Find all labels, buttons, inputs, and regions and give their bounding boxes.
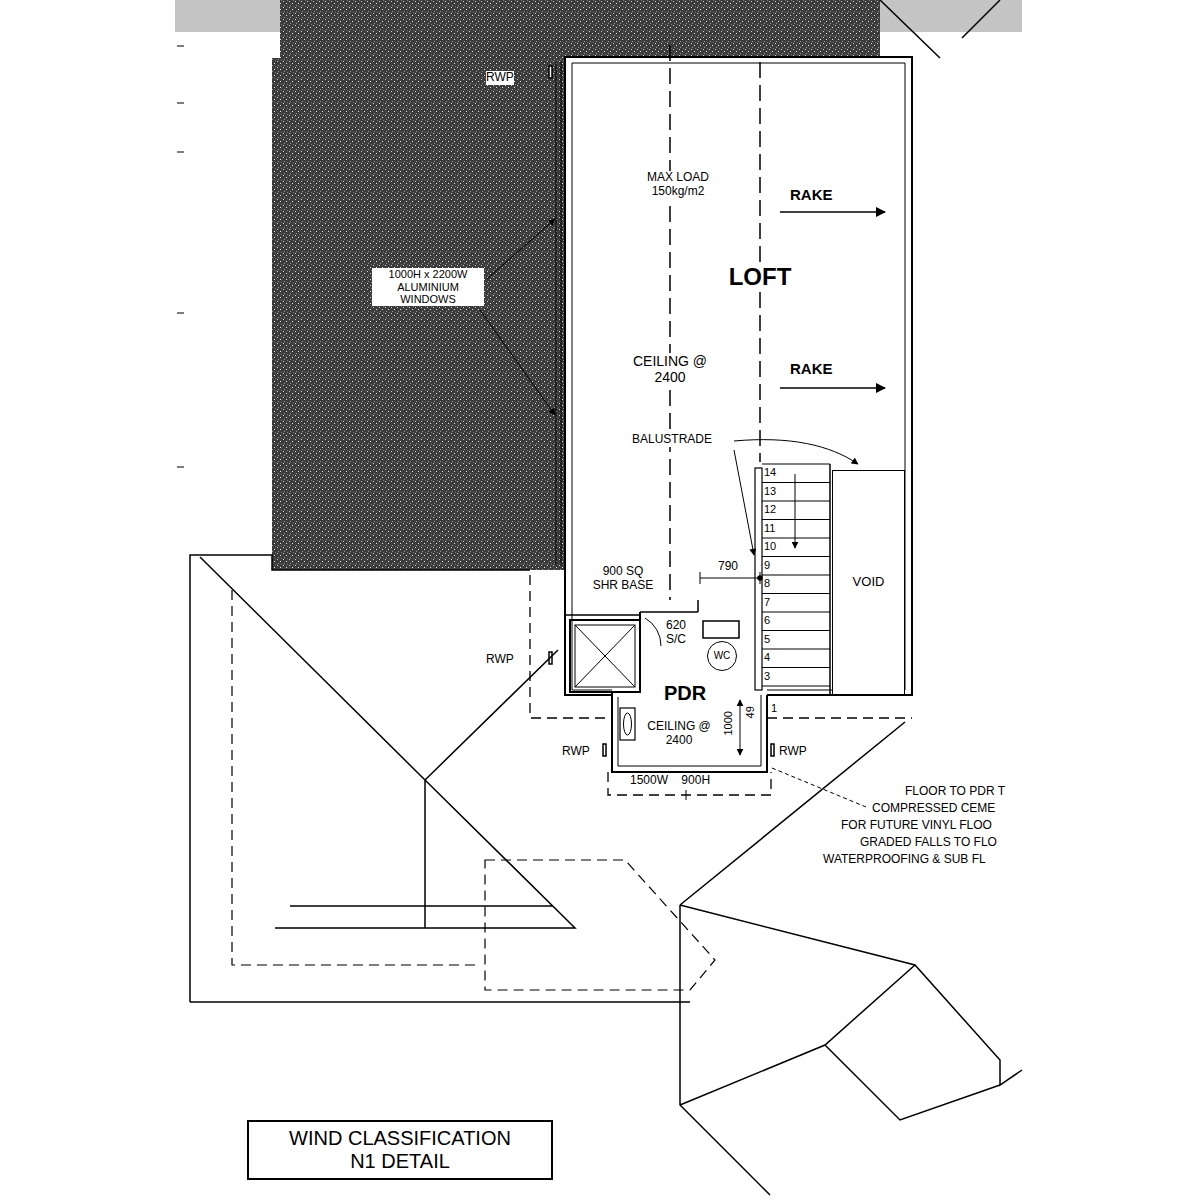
basin (624, 713, 632, 735)
node-label: WC (714, 650, 731, 662)
note-text: COMPRESSED CEME (872, 802, 995, 816)
roof-line (880, 0, 1000, 58)
void-box: VOID (832, 470, 905, 695)
stair-arrow (795, 474, 796, 548)
step-number: 13 (764, 485, 776, 498)
shower-fall (575, 625, 635, 687)
step-number: 8 (764, 577, 770, 590)
step-number: 1 (771, 702, 777, 715)
dimension-tick (686, 790, 687, 800)
toilet-bowl: WC (707, 641, 737, 671)
downpipe-label: RWP (562, 745, 590, 759)
dimension: 790 (718, 560, 738, 574)
balustrade (755, 468, 762, 690)
hatched-roof (280, 0, 880, 58)
downpipe-label: RWP (486, 653, 514, 667)
leader-line (772, 768, 866, 807)
dimension: 1000 (722, 709, 735, 737)
leader-line (734, 440, 858, 464)
step-number: 10 (764, 540, 776, 553)
wall (612, 612, 767, 772)
callout-label: BALUSTRADE (632, 433, 712, 447)
dimension-line (740, 700, 741, 755)
dimension-dot (758, 576, 762, 580)
room-label: RAKE (790, 186, 833, 203)
step-number: 12 (764, 503, 776, 516)
roof-outline (190, 555, 690, 1002)
note-text: FLOOR TO PDR T (905, 785, 1005, 799)
room-label: CEILING @ 2400 (642, 720, 716, 748)
dimension: 1500W 900H (630, 774, 710, 788)
toilet-cistern (703, 621, 739, 638)
leader-line (734, 450, 754, 555)
dimension-line (700, 572, 760, 584)
downpipe (549, 66, 552, 78)
step-number: 11 (764, 522, 775, 535)
shower-base (570, 620, 640, 692)
downpipe-label: RWP (779, 745, 807, 759)
stair-tread (762, 464, 830, 686)
wall (565, 57, 912, 695)
room-label: CEILING @ 2400 (624, 353, 716, 385)
step-number: 14 (764, 466, 776, 479)
roof-hip (200, 557, 575, 928)
step-number: 9 (764, 559, 770, 572)
wall (565, 600, 698, 615)
title-box: WIND CLASSIFICATION N1 DETAIL (247, 1120, 553, 1180)
window-symbol (556, 62, 561, 565)
roof-outline (232, 590, 480, 965)
window-note: 1000H x 2200W ALUMINIUM WINDOWS (372, 268, 484, 306)
grid-tick (177, 46, 184, 467)
rake-arrow (780, 211, 885, 213)
step-number: 7 (764, 596, 770, 609)
note-text: GRADED FALLS TO FLO (860, 836, 997, 850)
downpipe (603, 744, 606, 756)
note-text: WATERPROOFING & SUB FL (823, 853, 986, 867)
wall (618, 695, 761, 766)
step-number: 3 (764, 670, 770, 683)
fixture-note: 900 SQ SHR BASE (591, 565, 655, 593)
step-number: 5 (764, 633, 770, 646)
room-label: LOFT (710, 263, 810, 291)
step-number: 4 (764, 651, 770, 664)
rake-arrow (780, 387, 885, 389)
shower-base (575, 625, 635, 687)
downpipe (771, 744, 774, 756)
dimension: 49 (744, 705, 757, 719)
dimension: 620 S/C (666, 619, 696, 647)
downpipe-label: RWP (486, 71, 514, 85)
room-label: MAX LOAD 150kg/m2 (638, 171, 718, 199)
basin (620, 708, 635, 740)
leader-line (480, 310, 555, 415)
step-number: 6 (764, 614, 770, 627)
node-label: VOID (853, 575, 885, 590)
roof-hip (680, 722, 1022, 1195)
door-swing (645, 618, 661, 646)
rake-line (670, 45, 760, 600)
node-label: WIND CLASSIFICATION N1 DETAIL (280, 1127, 520, 1173)
note-text: FOR FUTURE VINYL FLOO (841, 819, 992, 833)
stair-stringer (829, 464, 831, 695)
hatched-roof (272, 58, 565, 570)
room-label: PDR (652, 682, 718, 705)
room-label: RAKE (790, 360, 833, 377)
leader-line (487, 219, 555, 279)
